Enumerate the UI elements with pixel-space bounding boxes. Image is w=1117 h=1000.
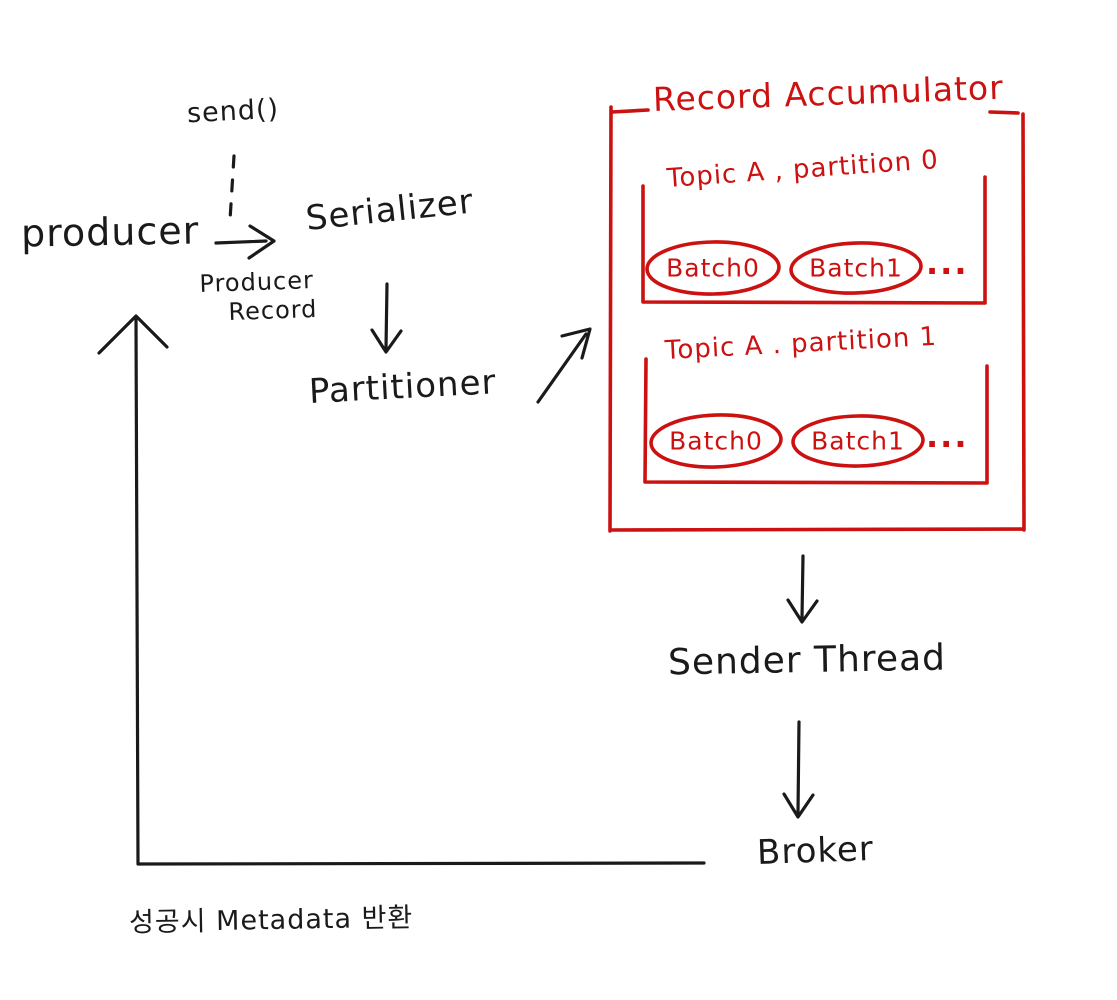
producer-record-line2: Record xyxy=(228,294,318,326)
send-call-label: send() xyxy=(186,93,280,130)
batch-label: Batch0 xyxy=(666,253,760,283)
batch-oval xyxy=(789,241,923,295)
arrow-sender-to-broker xyxy=(782,720,815,819)
metadata-return-note: 성공시 Metadata 반환 xyxy=(128,902,414,939)
more-batches-ellipsis: ... xyxy=(926,244,969,282)
partition0-box xyxy=(641,175,987,305)
batch-oval xyxy=(649,413,783,469)
producer-node: producer xyxy=(20,208,200,256)
arrow-accumulator-to-sender xyxy=(786,554,819,624)
partition1-box xyxy=(643,357,989,485)
batch-label: Batch0 xyxy=(669,426,763,456)
producer-record-line1: Producer xyxy=(199,266,315,299)
arrow-partitioner-to-accumulator xyxy=(536,327,592,404)
arrow-serializer-to-partitioner xyxy=(370,282,403,354)
batch-oval xyxy=(791,414,925,468)
producer-record-label: Producer Record xyxy=(199,266,318,328)
broker-node: Broker xyxy=(756,828,875,874)
batch-oval xyxy=(645,240,781,296)
sender-thread-node: Sender Thread xyxy=(667,637,947,684)
more-batches-ellipsis: ... xyxy=(926,417,969,455)
arrow-broker-to-producer-feedback xyxy=(97,314,706,866)
send-dashed-line xyxy=(228,154,236,222)
arrow-producer-to-serializer xyxy=(214,224,276,260)
record-accumulator-box xyxy=(608,105,1026,533)
batch-label: Batch1 xyxy=(811,426,905,456)
batch-label: Batch1 xyxy=(809,253,903,283)
